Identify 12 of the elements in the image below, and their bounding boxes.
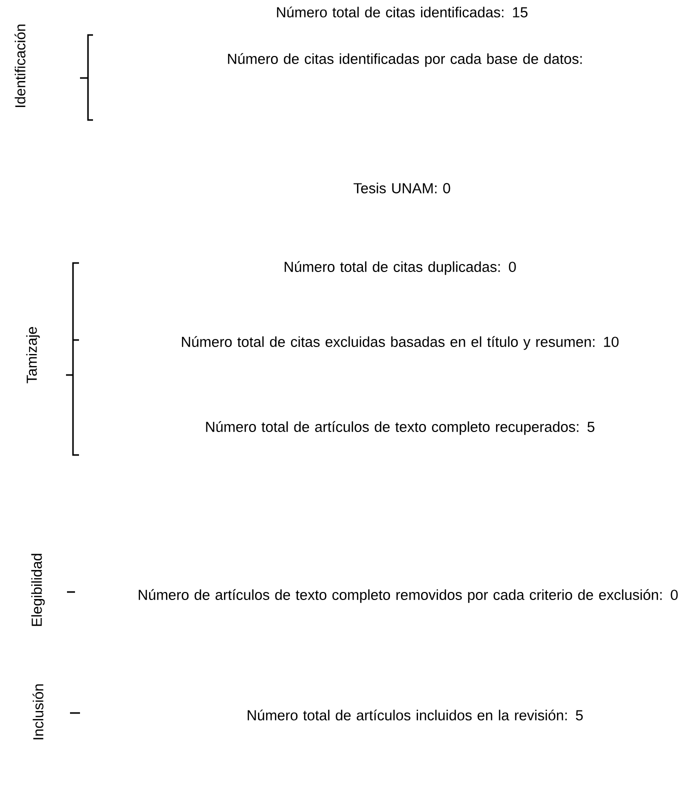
stage-label: Tamizaje [26,327,40,384]
step-text: Número de citas identificadas por cada base de datos: [228,53,582,67]
step-text: Número total de citas identificadas: 15 [277,6,528,18]
step-text: Número total de artículos de texto completo recuperados: 5 [206,421,594,435]
step-text: Número total de artículos incluidos en la revisión: 5 [248,710,583,720]
step-text: Número de artículos de texto completo removidos por cada criterio de exclusión: 0 [138,589,678,603]
stage-label: Elegibilidad [31,554,45,626]
step-text: Número total de citas excluidas basadas en el título y resumen: 10 [182,336,619,350]
stage-label: Identificación [14,24,26,107]
stage-label: Inclusión [32,684,44,740]
step-text: Tesis UNAM: 0 [354,182,450,194]
step-text: Número total de citas duplicadas: 0 [284,261,516,275]
